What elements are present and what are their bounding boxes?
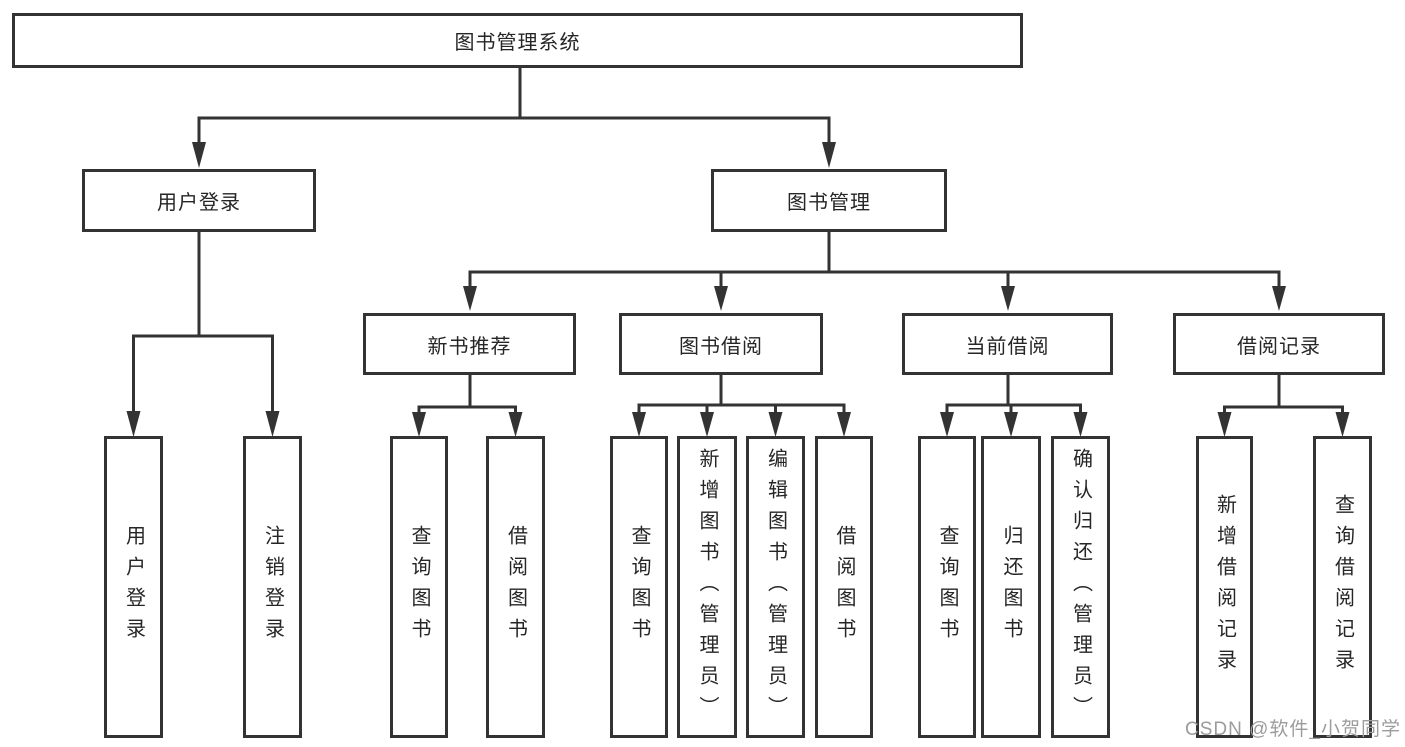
- node-book-borrowing: 图书借阅: [619, 313, 823, 375]
- node-label: 确认归还（管理员）: [1069, 447, 1092, 727]
- node-label: 当前借阅: [965, 335, 1050, 358]
- leaf-records-add-record: 新增借阅记录: [1196, 436, 1253, 738]
- node-user-login: 用户登录: [82, 169, 316, 232]
- node-new-book-recommendation: 新书推荐: [363, 313, 576, 375]
- leaf-newrec-query-books: 查询图书: [390, 436, 448, 738]
- leaf-borrow-edit-books-admin: 编辑图书（管理员）: [746, 436, 805, 738]
- leaf-borrow-query-books: 查询图书: [610, 436, 668, 738]
- node-label: 借阅图书: [833, 525, 855, 649]
- node-label: 归还图书: [1000, 525, 1022, 649]
- node-label: 图书管理: [787, 192, 871, 214]
- node-label: 用户登录: [157, 192, 241, 214]
- node-label: 查询图书: [408, 525, 430, 649]
- leaf-records-query-record: 查询借阅记录: [1313, 436, 1372, 738]
- watermark: CSDN @软件_小贺同学: [1185, 719, 1401, 740]
- node-label: 编辑图书（管理员）: [764, 447, 787, 727]
- node-label: 查询借阅记录: [1331, 494, 1354, 680]
- leaf-newrec-borrow-books: 借阅图书: [486, 436, 545, 738]
- node-label: 注销登录: [261, 525, 284, 649]
- node-book-management-system: 图书管理系统: [12, 13, 1023, 68]
- node-borrowing-records: 借阅记录: [1173, 313, 1385, 375]
- node-label: 图书管理系统: [454, 32, 581, 54]
- leaf-current-return-books: 归还图书: [981, 436, 1041, 738]
- node-label: 新增图书（管理员）: [696, 447, 718, 727]
- leaf-current-confirm-return-admin: 确认归还（管理员）: [1051, 436, 1110, 738]
- node-label: 查询图书: [628, 525, 650, 649]
- leaf-user-login: 用户登录: [104, 436, 163, 738]
- node-current-borrowing: 当前借阅: [902, 313, 1113, 375]
- node-label: 图书借阅: [679, 335, 763, 358]
- node-label: 借阅图书: [504, 525, 527, 649]
- node-label: 用户登录: [122, 525, 145, 649]
- node-label: 借阅记录: [1237, 335, 1321, 358]
- node-book-management: 图书管理: [711, 169, 947, 232]
- leaf-current-query-books: 查询图书: [918, 436, 976, 738]
- node-label: 查询图书: [936, 525, 958, 649]
- leaf-borrow-borrow-books: 借阅图书: [815, 436, 873, 738]
- leaf-borrow-add-books-admin: 新增图书（管理员）: [677, 436, 737, 738]
- node-label: 新书推荐: [427, 335, 512, 358]
- node-label: 新增借阅记录: [1213, 494, 1236, 680]
- leaf-logout: 注销登录: [243, 436, 302, 738]
